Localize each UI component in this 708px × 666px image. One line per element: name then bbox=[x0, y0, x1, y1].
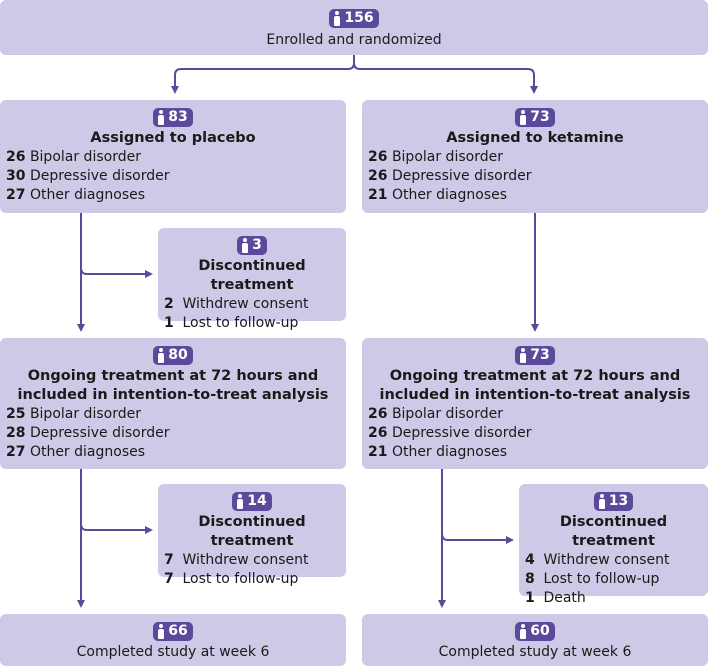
ketamine-ongoing-count: 73 bbox=[530, 347, 550, 363]
list-item: 26 Depressive disorder bbox=[368, 425, 532, 441]
list-item: 27 Other diagnoses bbox=[6, 444, 146, 460]
split-connector-right bbox=[353, 62, 538, 94]
person-icon bbox=[519, 110, 527, 125]
placebo-discontinue-arrow bbox=[80, 267, 153, 278]
person-icon bbox=[157, 348, 165, 363]
enrolled-label: Enrolled and randomized bbox=[266, 32, 442, 48]
placebo-discontinued-count-badge: 3 bbox=[237, 236, 267, 255]
list-item: 26 Bipolar disorder bbox=[6, 149, 141, 165]
list-item: 7 Withdrew consent bbox=[164, 552, 309, 568]
enrolled-count: 156 bbox=[344, 10, 374, 26]
split-connector bbox=[171, 55, 355, 94]
placebo-discontinued2-count-badge: 14 bbox=[232, 492, 272, 511]
person-icon bbox=[598, 494, 606, 509]
ketamine-completed-box: 60 Completed study at week 6 bbox=[362, 614, 708, 666]
list-item: 26 Bipolar disorder bbox=[368, 406, 503, 422]
placebo-discontinued2-title: Discontinued treatment bbox=[198, 514, 306, 549]
placebo-ongoing-title-line2: included in intention-to-treat analysis bbox=[17, 387, 329, 403]
person-icon bbox=[333, 11, 341, 26]
placebo-completed-count-badge: 66 bbox=[153, 622, 193, 641]
ketamine-box: 73 Assigned to ketamine 26 Bipolar disor… bbox=[362, 100, 708, 213]
placebo-title: Assigned to placebo bbox=[90, 130, 256, 146]
list-item: 27 Other diagnoses bbox=[6, 187, 146, 203]
placebo-ongoing-box: 80 Ongoing treatment at 72 hours and inc… bbox=[0, 338, 346, 469]
person-icon bbox=[236, 494, 244, 509]
ketamine-discontinued2-count: 13 bbox=[608, 493, 629, 509]
placebo-completed-count: 66 bbox=[168, 623, 188, 639]
placebo-discontinued2-box: 14 Discontinued treatment 7 Withdrew con… bbox=[158, 484, 346, 587]
ketamine-ongoing-title-line2: included in intention-to-treat analysis bbox=[379, 387, 691, 403]
placebo-ongoing-title-line1: Ongoing treatment at 72 hours and bbox=[27, 368, 319, 384]
ketamine-completed-label: Completed study at week 6 bbox=[438, 644, 632, 660]
person-icon bbox=[519, 624, 527, 639]
placebo-completed-label: Completed study at week 6 bbox=[76, 644, 270, 660]
placebo-discontinued2-count: 14 bbox=[247, 493, 267, 509]
placebo-count-badge: 83 bbox=[153, 108, 193, 127]
list-item: 30 Depressive disorder bbox=[6, 168, 170, 184]
person-icon bbox=[157, 110, 165, 125]
list-item: 8 Lost to follow-up bbox=[525, 571, 660, 587]
placebo-ongoing-count: 80 bbox=[168, 347, 188, 363]
list-item: 28 Depressive disorder bbox=[6, 425, 170, 441]
list-item: 1 Death bbox=[525, 590, 586, 606]
placebo-discontinued-box: 3 Discontinued treatment 2 Withdrew cons… bbox=[158, 228, 346, 331]
list-item: 2 Withdrew consent bbox=[164, 296, 309, 312]
ketamine-completed-count-badge: 60 bbox=[515, 622, 555, 641]
list-item: 21 Other diagnoses bbox=[368, 444, 508, 460]
ketamine-completed-count: 60 bbox=[530, 623, 550, 639]
person-icon bbox=[157, 624, 165, 639]
enrolled-box: 156 Enrolled and randomized bbox=[0, 0, 708, 55]
placebo-completed-box: 66 Completed study at week 6 bbox=[0, 614, 346, 666]
ketamine-ongoing-title-line1: Ongoing treatment at 72 hours and bbox=[389, 368, 681, 384]
list-item: 26 Depressive disorder bbox=[368, 168, 532, 184]
placebo-discontinued-title: Discontinued treatment bbox=[198, 258, 306, 293]
ketamine-discontinued2-box: 13 Discontinued treatment 4 Withdrew con… bbox=[519, 484, 708, 606]
placebo-ongoing-count-badge: 80 bbox=[153, 346, 193, 365]
placebo-discontinued-count: 3 bbox=[252, 237, 262, 253]
placebo-box: 83 Assigned to placebo 26 Bipolar disord… bbox=[0, 100, 346, 213]
list-item: 1 Lost to follow-up bbox=[164, 315, 299, 331]
enrolled-count-badge: 156 bbox=[329, 9, 379, 28]
list-item: 26 Bipolar disorder bbox=[368, 149, 503, 165]
list-item: 7 Lost to follow-up bbox=[164, 571, 299, 587]
placebo-discontinue2-arrow bbox=[80, 523, 153, 534]
ketamine-count: 73 bbox=[530, 109, 550, 125]
ketamine-ongoing-count-badge: 73 bbox=[515, 346, 555, 365]
ketamine-discontinued2-count-badge: 13 bbox=[593, 492, 634, 511]
list-item: 21 Other diagnoses bbox=[368, 187, 508, 203]
list-item: 25 Bipolar disorder bbox=[6, 406, 141, 422]
ketamine-discontinued2-title: Discontinued treatment bbox=[559, 514, 668, 549]
placebo-count: 83 bbox=[168, 109, 188, 125]
ketamine-discontinue2-arrow bbox=[441, 533, 514, 544]
list-item: 4 Withdrew consent bbox=[525, 552, 670, 568]
person-icon bbox=[519, 348, 527, 363]
ketamine-title: Assigned to ketamine bbox=[446, 130, 624, 146]
ketamine-ongoing-box: 73 Ongoing treatment at 72 hours and inc… bbox=[362, 338, 708, 469]
ketamine-count-badge: 73 bbox=[515, 108, 555, 127]
person-icon bbox=[241, 238, 249, 253]
